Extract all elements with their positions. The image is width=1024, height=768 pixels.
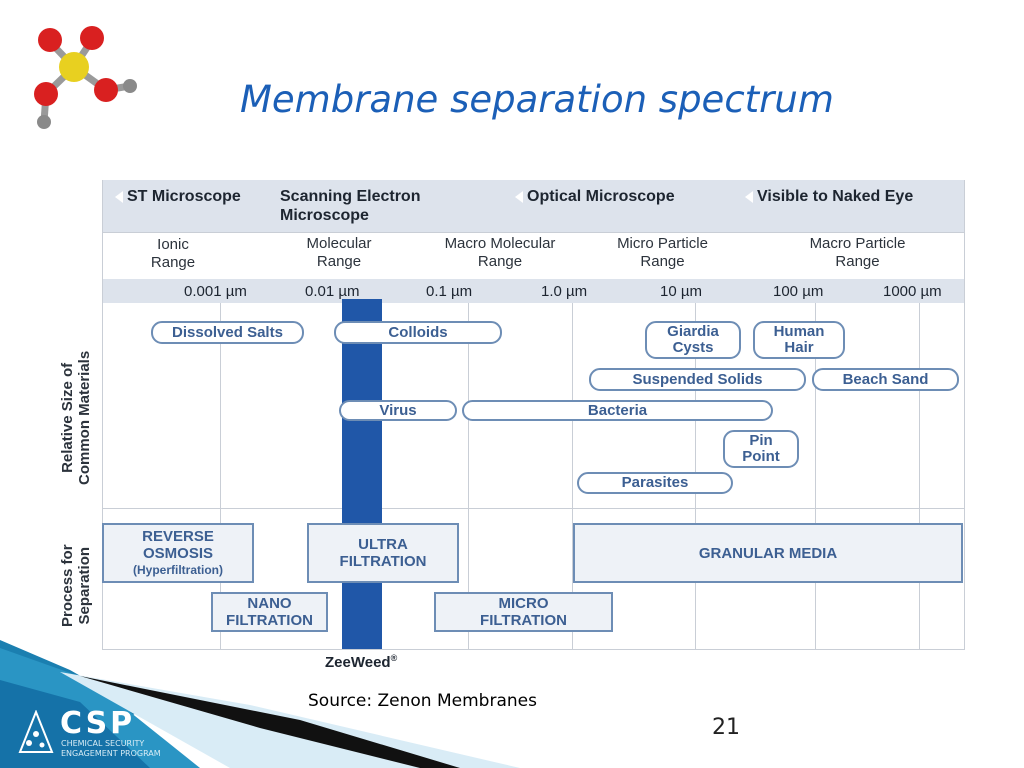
range-macro-molecular: Macro Molecular Range xyxy=(444,235,556,270)
arrow-left-icon xyxy=(515,190,523,203)
zeeweed-label: ZeeWeed® xyxy=(325,653,398,671)
material-suspended-solids: Suspended Solids xyxy=(589,368,806,391)
microscope-st: ST Microscope xyxy=(115,187,241,206)
microscope-naked-eye: Visible to Naked Eye xyxy=(745,187,913,206)
arrow-left-icon xyxy=(745,190,753,203)
material-human-hair: Human Hair xyxy=(753,321,845,359)
scale-tick: 10 µm xyxy=(660,283,702,300)
process-micro-filtration: MICRO FILTRATION xyxy=(434,592,613,632)
grid-line xyxy=(102,180,103,650)
microscope-optical: Optical Microscope xyxy=(515,187,675,206)
molecule-icon xyxy=(34,26,137,129)
scale-band xyxy=(102,279,965,303)
scale-tick: 0.01 µm xyxy=(305,283,360,300)
process-reverse-osmosis: REVERSE OSMOSIS (Hyperfiltration) xyxy=(102,523,254,583)
zeeweed-band xyxy=(342,299,382,649)
grid-line xyxy=(572,303,573,650)
scale-tick: 1.0 µm xyxy=(541,283,588,300)
material-virus: Virus xyxy=(339,400,457,421)
scale-tick: 100 µm xyxy=(773,283,824,300)
grid-line xyxy=(102,508,965,509)
material-giardia-cysts: Giardia Cysts xyxy=(645,321,741,359)
grid-line xyxy=(102,649,965,650)
process-ultra-filtration: ULTRA FILTRATION xyxy=(307,523,459,583)
slide-title: Membrane separation spectrum xyxy=(240,78,834,121)
process-axis-label: Process for Separation xyxy=(59,544,93,627)
grid-line xyxy=(815,303,816,650)
range-ionic: Ionic Range xyxy=(150,236,196,271)
grid-line xyxy=(919,303,920,650)
grid-line xyxy=(220,303,221,650)
grid-line xyxy=(964,180,965,650)
csp-logo-text: CSP xyxy=(60,706,136,741)
material-bacteria: Bacteria xyxy=(462,400,773,421)
range-molecular: Molecular Range xyxy=(306,235,372,270)
csp-logo-icon xyxy=(18,710,54,753)
footer-swoosh xyxy=(0,640,520,768)
grid-line xyxy=(468,303,469,650)
range-micro-particle: Micro Particle Range xyxy=(617,235,708,270)
scale-tick: 0.1 µm xyxy=(426,283,473,300)
range-macro-particle: Macro Particle Range xyxy=(809,235,906,270)
source-caption: Source: Zenon Membranes xyxy=(308,691,537,711)
materials-axis-label: Relative Size of Common Materials xyxy=(59,350,93,485)
microscope-sem: Scanning Electron Microscope xyxy=(280,188,421,224)
material-dissolved-salts: Dissolved Salts xyxy=(151,321,304,344)
arrow-left-icon xyxy=(115,190,123,203)
material-beach-sand: Beach Sand xyxy=(812,368,959,391)
process-nano-filtration: NANO FILTRATION xyxy=(211,592,328,632)
microscope-band xyxy=(102,180,965,232)
material-parasites: Parasites xyxy=(577,472,733,494)
membrane-spectrum-diagram: ST Microscope Scanning Electron Microsco… xyxy=(55,175,967,680)
process-granular-media: GRANULAR MEDIA xyxy=(573,523,963,583)
material-colloids: Colloids xyxy=(334,321,502,344)
material-pin-point: Pin Point xyxy=(723,430,799,468)
scale-tick: 0.001 µm xyxy=(184,283,247,300)
scale-tick: 1000 µm xyxy=(883,283,942,300)
page-number: 21 xyxy=(712,715,740,740)
